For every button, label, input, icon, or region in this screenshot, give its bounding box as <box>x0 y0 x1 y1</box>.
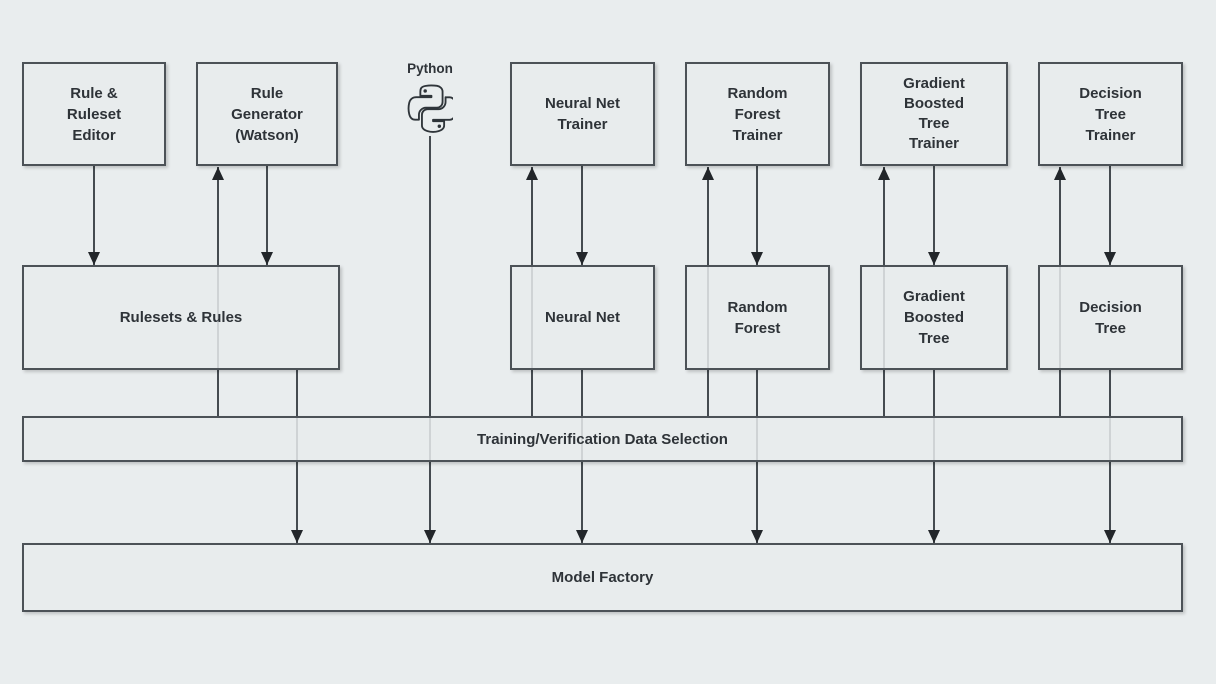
python-label: Python <box>407 61 453 76</box>
node-label: Decision Tree <box>1079 298 1142 337</box>
node-random-forest-trainer: Random Forest Trainer <box>685 62 830 166</box>
node-random-forest: Random Forest <box>685 265 830 370</box>
edge-neural-net-trainer-to-neural-net <box>576 166 588 265</box>
edge-random-forest-trainer-to-random-forest <box>751 166 763 265</box>
node-rule-generator-watson: Rule Generator (Watson) <box>196 62 338 166</box>
arrowhead-down-icon <box>576 252 588 265</box>
edge-gradient-boosted-tree-trainer-to-gradient-boosted-tree <box>928 166 940 265</box>
node-gradient-boosted-tree: Gradient Boosted Tree <box>860 265 1008 370</box>
bar-label: Training/Verification Data Selection <box>477 430 728 448</box>
arrowhead-up-icon <box>702 167 714 180</box>
arrowhead-up-icon <box>1054 167 1066 180</box>
node-rulesets-and-rules: Rulesets & Rules <box>22 265 340 370</box>
bar-training-verification-data-selection: Training/Verification Data Selection <box>22 416 1183 462</box>
arrowhead-down-icon <box>291 530 303 543</box>
arrowhead-down-icon <box>751 252 763 265</box>
python-logo-icon <box>407 83 457 138</box>
node-gradient-boosted-tree-trainer: Gradient Boosted Tree Trainer <box>860 62 1008 166</box>
node-label: Neural Net Trainer <box>544 95 621 133</box>
node-neural-net-trainer: Neural Net Trainer <box>510 62 655 166</box>
arrowhead-up-icon <box>212 167 224 180</box>
node-label: Gradient Boosted Tree Trainer <box>903 75 965 152</box>
edge-decision-tree-trainer-to-decision-tree <box>1104 166 1116 265</box>
node-decision-tree-trainer: Decision Tree Trainer <box>1038 62 1183 166</box>
node-label: Decision Tree Trainer <box>1079 84 1142 144</box>
arrowhead-down-icon <box>88 252 100 265</box>
bar-label: Model Factory <box>551 569 654 586</box>
arrowhead-down-icon <box>1104 530 1116 543</box>
arrowhead-down-icon <box>424 530 436 543</box>
node-label: Rule & Ruleset Editor <box>66 84 122 144</box>
node-neural-net: Neural Net <box>510 265 655 370</box>
arrowhead-down-icon <box>576 530 588 543</box>
arrowhead-down-icon <box>261 252 273 265</box>
edge-editor-to-rulesets <box>88 166 100 265</box>
node-label: Rulesets & Rules <box>119 309 243 326</box>
edge-rule-generator-to-rulesets <box>261 166 273 265</box>
node-label: Neural Net <box>544 309 621 326</box>
bar-model-factory: Model Factory <box>22 543 1183 612</box>
node-label: Random Forest <box>727 298 788 337</box>
arrowhead-down-icon <box>751 530 763 543</box>
node-label: Random Forest Trainer <box>727 84 788 144</box>
node-decision-tree: Decision Tree <box>1038 265 1183 370</box>
arrowhead-up-icon <box>526 167 538 180</box>
arrowhead-down-icon <box>928 252 940 265</box>
arrowhead-down-icon <box>928 530 940 543</box>
node-rule-ruleset-editor: Rule & Ruleset Editor <box>22 62 166 166</box>
node-label: Rule Generator (Watson) <box>231 84 303 144</box>
node-label: Gradient Boosted Tree <box>903 288 965 347</box>
edge-python-to-model-factory <box>424 136 436 543</box>
arrowhead-up-icon <box>878 167 890 180</box>
arrowhead-down-icon <box>1104 252 1116 265</box>
